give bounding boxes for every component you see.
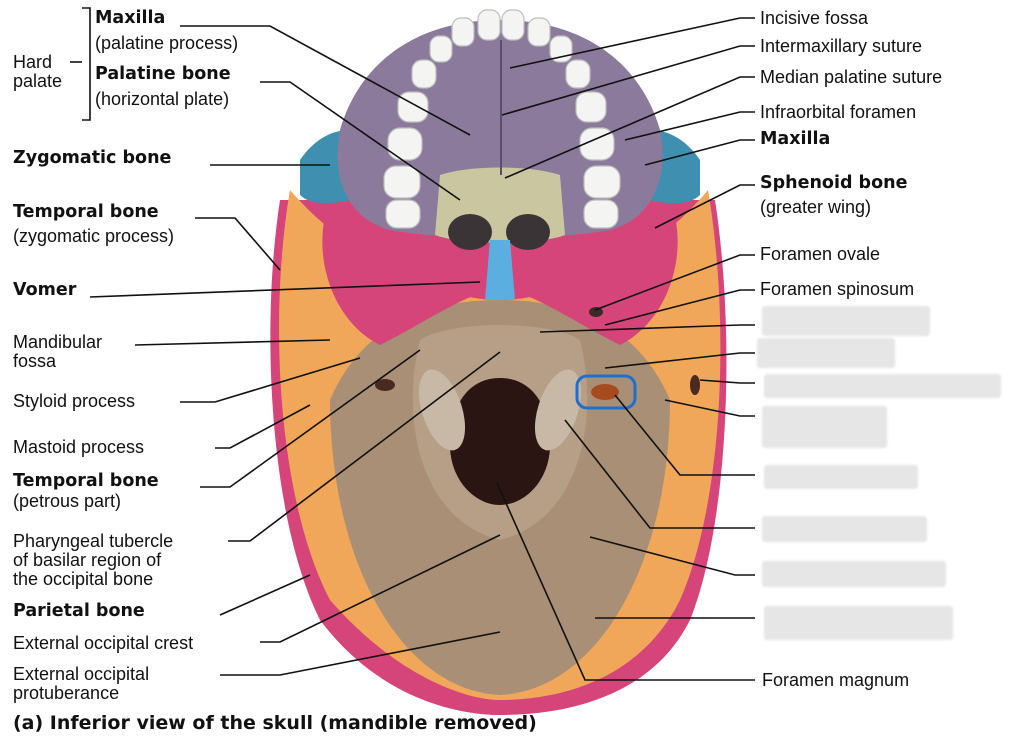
choana-left (448, 214, 492, 250)
zygomatic-label: Zygomatic bone (13, 148, 172, 168)
choana-right (506, 214, 550, 250)
carotid-canal-highlight (575, 374, 637, 410)
styloid-label: Styloid process (13, 391, 136, 411)
foramen-spinosum-label: Foramen spinosum (760, 279, 915, 299)
hidden-label-mask (764, 606, 953, 640)
temporal-zyg-sub: (zygomatic process) (13, 226, 175, 246)
hidden-label-mask (762, 561, 946, 587)
parietal-label: Parietal bone (13, 601, 145, 621)
hidden-label-mask (762, 306, 930, 336)
occipital-condyle-left (418, 369, 466, 451)
teeth (383, 9, 621, 229)
maxilla-palatine-title: Maxilla (95, 8, 166, 28)
foramen-magnum-label: Foramen magnum (762, 670, 910, 690)
ext-acoustic-meatus (690, 375, 700, 395)
hidden-label-mask (757, 338, 895, 368)
occipital-condyle-right (534, 369, 582, 451)
mastoid-label: Mastoid process (13, 437, 145, 457)
foramen-ovale (589, 307, 603, 317)
hidden-label-mask (762, 406, 887, 448)
figure-caption: (a) Inferior view of the skull (mandible… (13, 712, 537, 734)
jugular-foramen-left (375, 379, 395, 391)
temporal-zyg-title: Temporal bone (13, 202, 159, 222)
temporal-pet-sub: (petrous part) (13, 491, 122, 511)
leader-lines (70, 7, 755, 681)
hard-palate-label: Hard palate (13, 52, 63, 91)
hidden-label-mask (764, 465, 918, 489)
foramen-magnum (450, 378, 550, 505)
ext-occ-crest-label: External occipital crest (13, 633, 194, 653)
maxilla-label: Maxilla (760, 129, 831, 149)
sphenoid-title: Sphenoid bone (760, 173, 908, 193)
temporal-pet-title: Temporal bone (13, 471, 159, 491)
sphenoid-sub: (greater wing) (760, 197, 872, 217)
jugular-foramen-right (591, 384, 619, 400)
ext-occ-prot-label: External occipital protuberance (13, 664, 150, 703)
vomer-label: Vomer (13, 280, 77, 300)
foramen-ovale-label: Foramen ovale (760, 244, 881, 264)
palatine-title: Palatine bone (95, 64, 231, 84)
median-pal-label: Median palatine suture (760, 67, 943, 87)
hidden-label-mask (762, 516, 927, 542)
hidden-label-mask (764, 374, 1001, 398)
pharyngeal-label: Pharyngeal tubercle of basilar region of… (13, 531, 174, 589)
infraorbital-label: Infraorbital foramen (760, 102, 917, 122)
incisive-label: Incisive fossa (760, 8, 869, 28)
palatine-sub: (horizontal plate) (95, 89, 230, 109)
mandibular-fossa-label: Mandibular fossa (13, 332, 103, 371)
vomer-bone (485, 240, 515, 300)
intermax-label: Intermaxillary suture (760, 36, 923, 56)
maxilla-palatine-sub: (palatine process) (95, 33, 239, 53)
